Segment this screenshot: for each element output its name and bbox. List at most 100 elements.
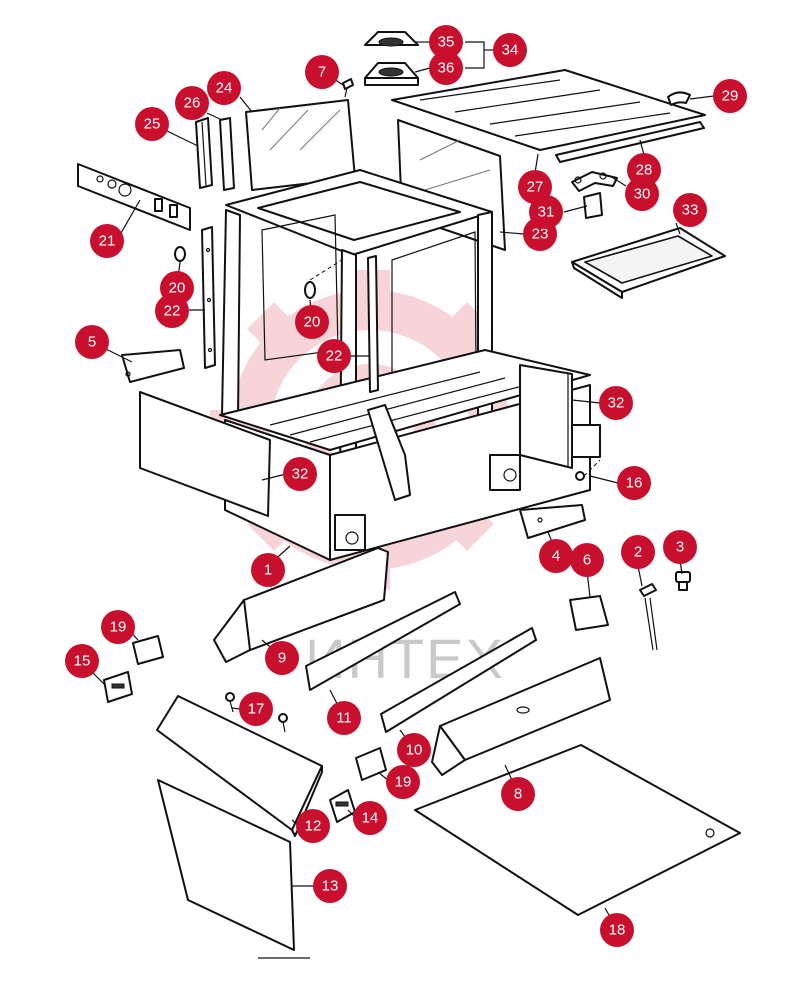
callout-2: 2 xyxy=(621,535,655,569)
svg-text:22: 22 xyxy=(326,348,343,365)
callout-34: 34 xyxy=(493,33,527,67)
callout-32b: 32 xyxy=(283,457,317,491)
svg-text:25: 25 xyxy=(144,116,161,133)
svg-text:36: 36 xyxy=(438,60,455,77)
screw xyxy=(575,471,585,481)
svg-text:5: 5 xyxy=(88,334,96,351)
callout-11: 11 xyxy=(327,701,361,735)
svg-text:2: 2 xyxy=(634,544,642,561)
callout-10: 10 xyxy=(397,733,431,767)
svg-text:16: 16 xyxy=(626,475,643,492)
kick-panel-right xyxy=(380,627,537,733)
mount-bracket-right xyxy=(519,504,586,539)
svg-text:26: 26 xyxy=(184,95,201,112)
callout-26: 26 xyxy=(175,86,209,120)
callout-14: 14 xyxy=(353,801,387,835)
callout-19b: 19 xyxy=(386,765,420,799)
step-rail-left xyxy=(213,547,389,663)
callout-19a: 19 xyxy=(101,610,135,644)
svg-text:7: 7 xyxy=(318,64,326,81)
access-cover xyxy=(569,595,609,631)
svg-text:10: 10 xyxy=(406,742,423,759)
latch-clip xyxy=(329,789,356,823)
clip-upper-left xyxy=(132,635,164,665)
svg-text:29: 29 xyxy=(722,88,739,105)
svg-text:21: 21 xyxy=(99,233,116,250)
side-panel-left xyxy=(139,391,271,517)
callout-17: 17 xyxy=(239,692,273,726)
latch-bracket xyxy=(583,192,603,219)
filler-cap xyxy=(675,571,691,591)
storage-tray xyxy=(571,227,726,299)
svg-text:19: 19 xyxy=(110,619,127,636)
callout-32a: 32 xyxy=(599,386,633,420)
svg-text:9: 9 xyxy=(278,650,286,667)
svg-text:27: 27 xyxy=(527,179,544,196)
callout-31: 31 xyxy=(529,195,563,229)
callout-22b: 22 xyxy=(317,339,351,373)
callout-15: 15 xyxy=(65,644,99,678)
handle-knob-lower xyxy=(364,62,419,86)
roof-panel xyxy=(391,69,706,151)
svg-text:34: 34 xyxy=(502,42,519,59)
callout-9: 9 xyxy=(265,641,299,675)
svg-text:28: 28 xyxy=(636,162,653,179)
svg-text:6: 6 xyxy=(583,552,591,569)
window-seal-profile xyxy=(195,117,213,189)
svg-text:15: 15 xyxy=(74,653,91,670)
callout-21: 21 xyxy=(90,224,124,258)
callout-5: 5 xyxy=(75,325,109,359)
roof-latch xyxy=(667,91,691,106)
svg-text:20: 20 xyxy=(304,314,321,331)
pillar-trim-left xyxy=(201,226,216,369)
floor-plate xyxy=(414,744,741,916)
callout-7: 7 xyxy=(305,55,339,89)
svg-text:32: 32 xyxy=(292,466,309,483)
callout-35: 35 xyxy=(429,25,463,59)
callout-6: 6 xyxy=(570,543,604,577)
lamp-left xyxy=(174,246,186,262)
front-panel-lower xyxy=(157,779,310,959)
callout-4: 4 xyxy=(539,539,573,573)
callout-24: 24 xyxy=(207,71,241,105)
callout-29: 29 xyxy=(713,79,747,113)
svg-text:13: 13 xyxy=(322,878,339,895)
callout-1: 1 xyxy=(251,553,285,587)
callout-12: 12 xyxy=(296,809,330,843)
svg-text:8: 8 xyxy=(514,786,522,803)
pin xyxy=(342,78,354,98)
window-seal-strip xyxy=(219,117,235,191)
dipstick xyxy=(639,583,658,651)
svg-text:19: 19 xyxy=(395,774,412,791)
svg-text:23: 23 xyxy=(532,226,549,243)
callout-20b: 20 xyxy=(295,305,329,339)
handle-knob-upper xyxy=(364,31,419,47)
step-rail-right xyxy=(431,657,611,776)
svg-text:12: 12 xyxy=(305,818,322,835)
callout-8: 8 xyxy=(501,777,535,811)
callout-13: 13 xyxy=(313,869,347,903)
callout-3: 3 xyxy=(663,530,697,564)
svg-text:11: 11 xyxy=(336,710,352,727)
callout-22a: 22 xyxy=(155,294,189,328)
callout-badges: 1 2 3 4 5 6 7 8 9 10 11 12 13 14 15 16 1… xyxy=(65,25,747,947)
side-panel-right xyxy=(519,364,573,469)
lamp-center xyxy=(304,281,316,299)
callout-36: 36 xyxy=(429,51,463,85)
svg-text:31: 31 xyxy=(538,204,555,221)
callout-33: 33 xyxy=(673,193,707,227)
svg-text:32: 32 xyxy=(608,395,625,412)
svg-text:22: 22 xyxy=(164,303,181,320)
svg-text:24: 24 xyxy=(216,80,233,97)
roof-hinge xyxy=(571,171,618,192)
kick-panel-left xyxy=(305,591,461,691)
svg-text:18: 18 xyxy=(609,922,626,939)
svg-text:30: 30 xyxy=(634,186,651,203)
svg-text:4: 4 xyxy=(552,548,560,565)
clip-lower-left xyxy=(103,671,133,703)
svg-text:14: 14 xyxy=(362,810,379,827)
pillar-trim-center xyxy=(367,255,379,393)
svg-text:3: 3 xyxy=(676,539,684,556)
svg-text:33: 33 xyxy=(682,202,699,219)
